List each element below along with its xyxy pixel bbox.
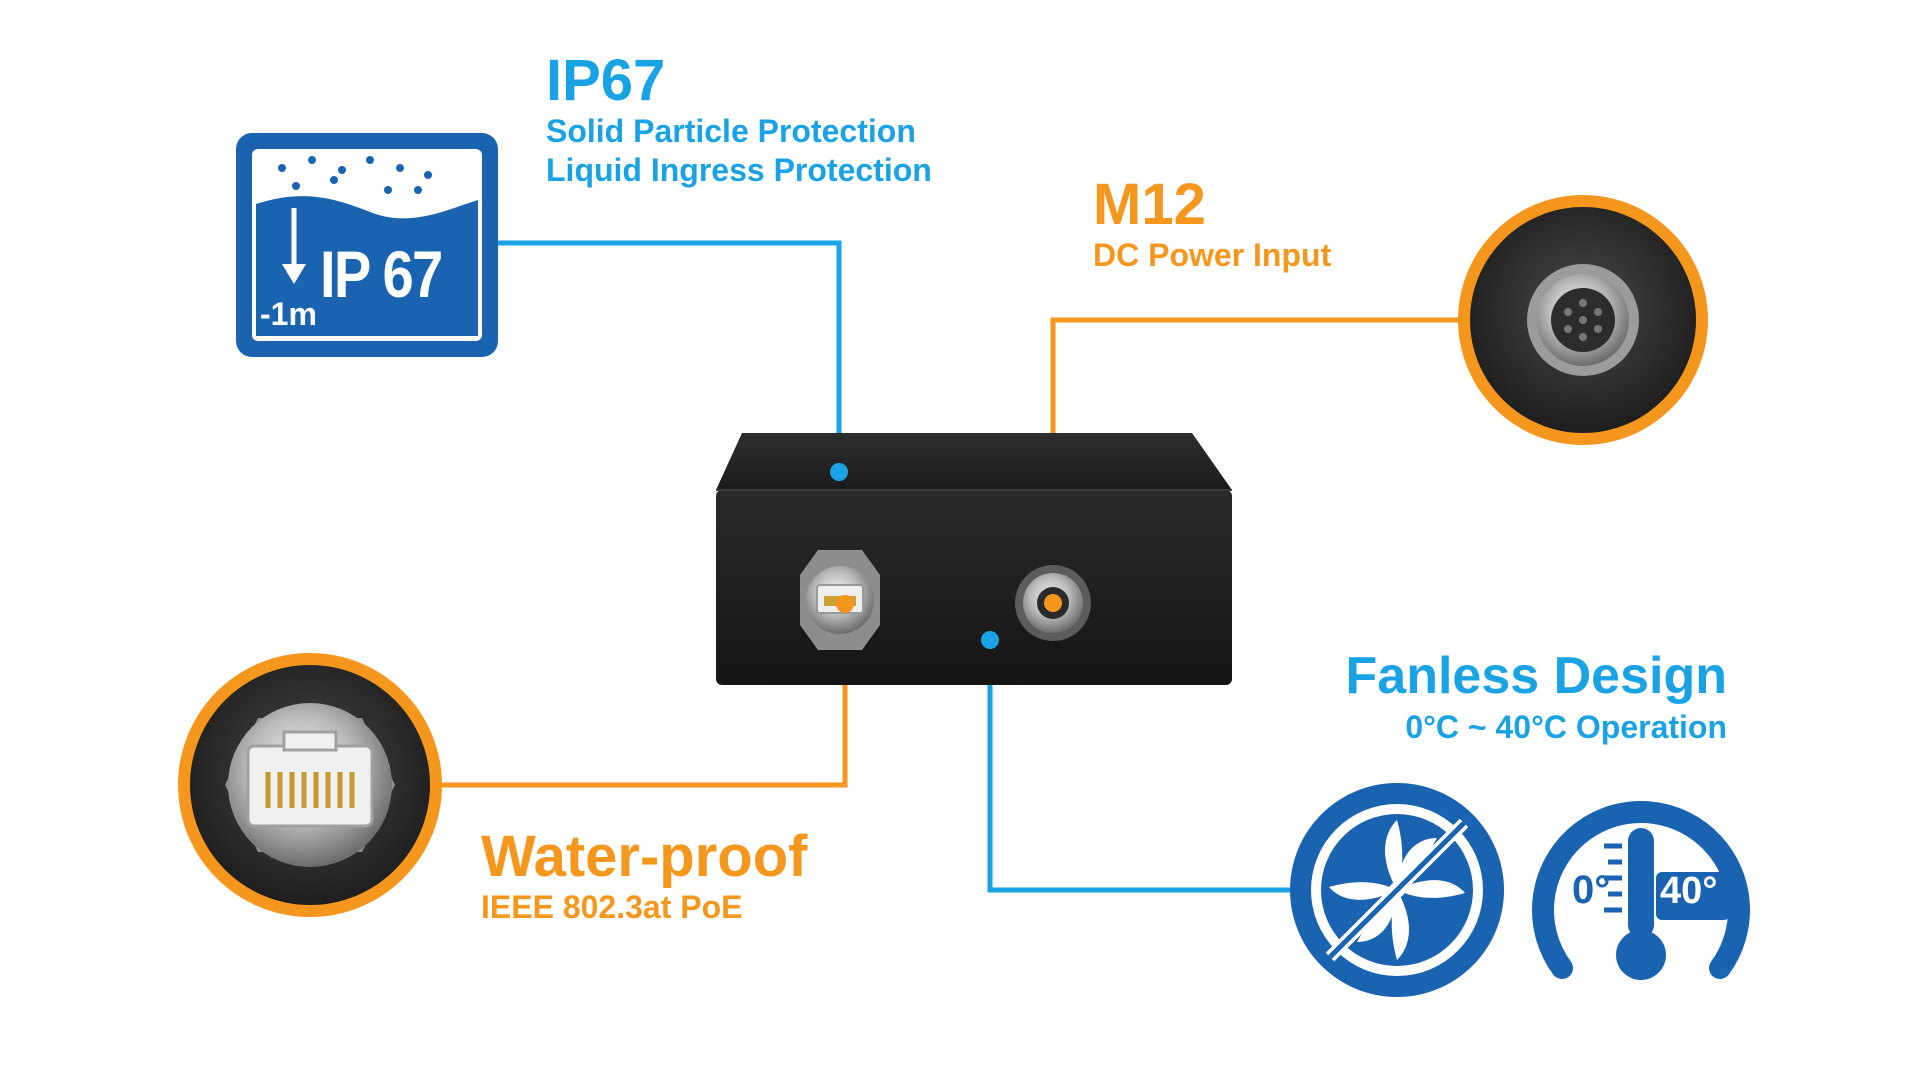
ip67-line2: Liquid Ingress Protection <box>546 152 932 188</box>
waterproof-title: Water-proof <box>481 824 808 889</box>
ip67-leader-dot <box>830 463 848 481</box>
rj45-connector-icon <box>178 653 442 917</box>
thermometer-low-label: 0° <box>1572 868 1611 912</box>
waterproof-subtitle: IEEE 802.3at PoE <box>481 889 743 925</box>
device-box <box>716 433 1232 685</box>
fanless-title: Fanless Design <box>1345 647 1727 705</box>
ip67-title: IP67 <box>546 48 666 113</box>
fanless-fan-icon <box>1290 783 1504 997</box>
fanless-subtitle: 0°C ~ 40°C Operation <box>1405 709 1727 745</box>
ip67-leader-line <box>497 240 842 470</box>
m12-leader-dot <box>1044 594 1062 612</box>
ip67-badge-label: IP 67 <box>320 237 443 311</box>
thermometer-high-label: 40° <box>1660 870 1718 912</box>
m12-title: M12 <box>1093 172 1206 237</box>
m12-connector-icon <box>1458 195 1708 445</box>
ip67-badge-depth: -1m <box>260 296 317 332</box>
ip67-badge-icon <box>236 133 498 357</box>
thermometer-icon <box>1532 801 1750 980</box>
waterproof-leader-dot <box>836 595 854 613</box>
fanless-leader-dot <box>981 631 999 649</box>
fanless-leader-line <box>987 640 1292 893</box>
ip67-line1: Solid Particle Protection <box>546 113 916 149</box>
m12-subtitle: DC Power Input <box>1093 237 1332 273</box>
